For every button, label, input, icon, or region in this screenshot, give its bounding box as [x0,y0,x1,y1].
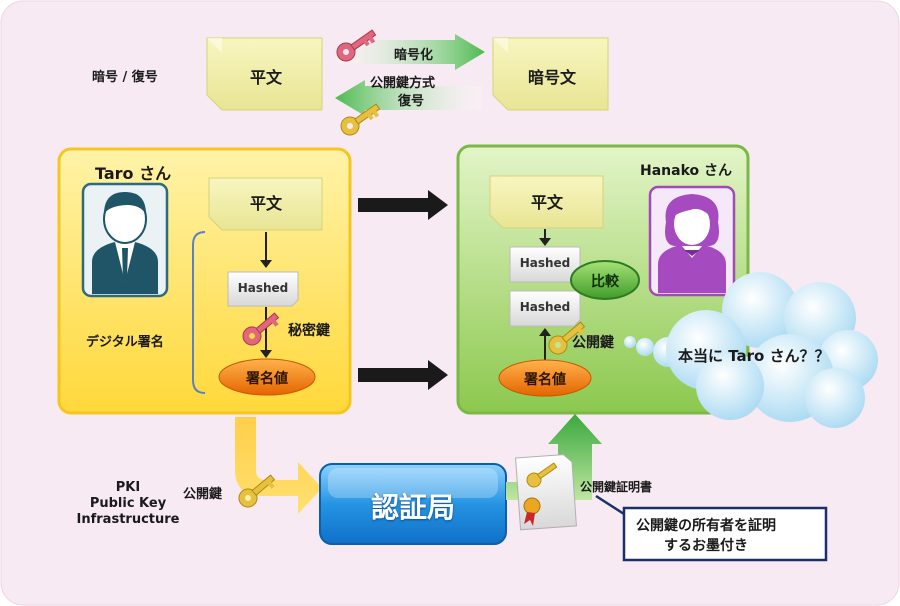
legend-label: 暗号 / 復号 [92,70,158,85]
taro-signature-label: 署名値 [246,371,288,387]
hanako-hashed-bottom-label: Hashed [519,300,571,314]
hanako-public-key-icon [548,321,586,355]
callout-line2: するお墨付き [664,538,748,554]
legend-plaintext-label: 平文 [249,68,283,87]
taro-hash-arrow [260,260,272,268]
hanako-person-icon [648,185,736,297]
taro-name: Taro さん [95,164,172,183]
hanako-name: Hanako さん [640,163,733,179]
hanako-signature-label: 署名値 [524,372,566,388]
legend-ciphertext-label: 暗号文 [527,68,577,87]
taro-plaintext-note [208,177,323,231]
taro-plaintext-label: 平文 [249,194,283,213]
hanako-signature-value [498,359,592,397]
callout-line1: 公開鍵の所有者を証明 [636,518,776,534]
hanako-plaintext-note [489,175,604,229]
taro-private-key-label: 秘密鍵 [288,323,330,339]
taro-person-icon [81,182,169,298]
pki-line1: PKI [115,480,141,495]
compare-badge [570,260,640,300]
digital-signature-bracket [192,231,206,394]
doubt-cloud [624,272,878,428]
hanako-hashed-doc-bottom [509,290,581,327]
decrypt-label-line2: 復号 [398,94,425,109]
plaintext-transfer-arrow [358,190,448,220]
hanako-hashed-top-label: Hashed [519,256,571,270]
certificate-label: 公開鍵証明書 [580,480,653,494]
pki-line3: Infrastructure [76,512,180,527]
taro-sign-arrow [260,350,272,358]
pki-public-key-label: 公開鍵 [183,487,223,502]
decrypt-label-line1: 公開鍵方式 [370,76,436,91]
taro-signature-value [218,358,316,396]
hanako-hash-arrow [539,238,551,246]
legend-plaintext-note [206,37,323,111]
ca-to-hanako-arrow [506,414,602,500]
taro-hashed-doc [227,271,299,307]
hanako-plaintext-label: 平文 [530,193,564,212]
digital-signature-label: デジタル署名 [86,335,164,350]
private-key-icon [336,29,377,62]
encrypt-label: 暗号化 [394,48,434,63]
hanako-verify-arrow [539,328,551,336]
signature-transfer-arrow [358,360,448,390]
pki-public-key-icon [238,474,276,508]
taro-hashed-label: Hashed [237,281,289,295]
ca-label: 認証局 [370,491,456,524]
certificate-icon [515,454,577,531]
hanako-public-key-label: 公開鍵 [572,335,614,351]
compare-label: 比較 [591,274,619,290]
pki-line2: Public Key [89,496,167,511]
doubt-text: 本当に Taro さん？？ [678,347,830,365]
public-key-icon [340,103,381,136]
legend-ciphertext-note [492,37,609,111]
encrypt-arrow [338,34,485,70]
taro-private-key-icon [242,312,280,346]
certificate-callout [622,506,828,562]
ca-box [319,463,507,545]
